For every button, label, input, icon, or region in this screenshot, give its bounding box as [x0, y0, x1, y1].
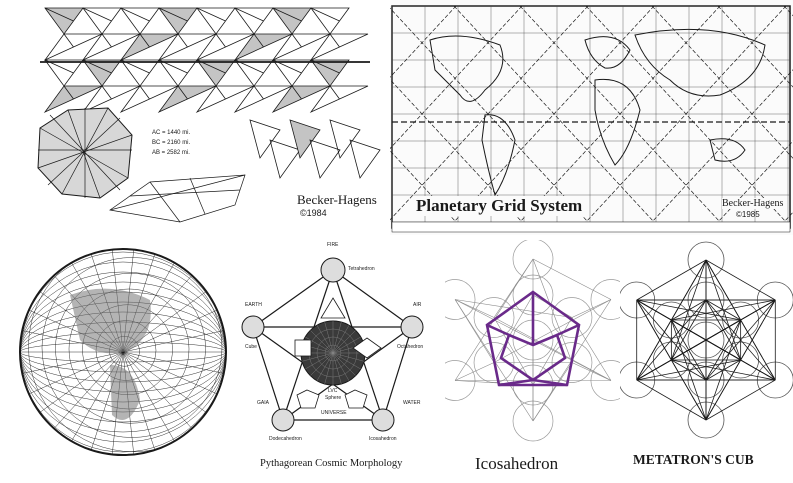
earth-label: EARTH — [245, 302, 262, 308]
center-universe-label: UNIVERSE — [321, 410, 347, 416]
panel-geodesic-globe — [0, 240, 235, 483]
fire-label: FIRE — [327, 242, 338, 248]
becker-hagens-credit: Becker-Hagens — [297, 192, 377, 208]
air-label: AIR — [413, 302, 421, 308]
icosahedron-label: Icosahedron — [369, 436, 397, 442]
icosahedron-node-icon — [372, 409, 394, 431]
center-sphere-label: Sphere — [325, 395, 341, 401]
copyright-year: ©1984 — [300, 208, 327, 218]
pentagram-diagram — [235, 240, 440, 483]
geodesic-globe-icon — [0, 240, 235, 483]
pythagorean-caption: Pythagorean Cosmic Morphology — [260, 458, 402, 469]
tetrahedron-label: Tetrahedron — [348, 266, 375, 272]
panel-metatrons-cube: METATRON'S CUB — [620, 240, 793, 483]
panel-planetary-grid-map: Planetary Grid System Becker-Hagens ©198… — [390, 0, 793, 235]
panel-becker-hagens-net: AC = 1440 mi. BC = 2160 mi. AB = 2582 mi… — [0, 0, 390, 235]
map-credit: Becker-Hagens — [722, 198, 783, 209]
icosahedron-figure — [445, 240, 620, 483]
octahedron-node-icon — [401, 316, 423, 338]
measurement-bc: BC = 2160 mi. — [152, 140, 190, 146]
map-year: ©1985 — [736, 210, 760, 219]
center-lvc-label: LVC — [328, 388, 337, 394]
dodecahedron-node-icon — [272, 409, 294, 431]
dodecahedron-label: Dodecahedron — [269, 436, 302, 442]
panel-pythagorean-morphology: FIRE Tetrahedron EARTH Cube AIR Octahedr… — [235, 240, 440, 483]
gaia-label: GAIA — [257, 400, 269, 406]
tetrahedron-node-icon — [321, 258, 345, 282]
panel-icosahedron: Icosahedron — [445, 240, 620, 483]
measurement-ac: AC = 1440 mi. — [152, 130, 190, 136]
planetary-grid-title: Planetary Grid System — [414, 196, 584, 216]
octahedron-label: Octahedron — [397, 344, 423, 350]
metatrons-cube-figure — [620, 240, 793, 483]
measurement-ab: AB = 2582 mi. — [152, 150, 190, 156]
metatron-caption: METATRON'S CUB — [633, 452, 754, 468]
cube-label: Cube — [245, 344, 257, 350]
cube-node-icon — [242, 316, 264, 338]
water-label: WATER — [403, 400, 421, 406]
icosahedron-caption: Icosahedron — [475, 454, 558, 474]
